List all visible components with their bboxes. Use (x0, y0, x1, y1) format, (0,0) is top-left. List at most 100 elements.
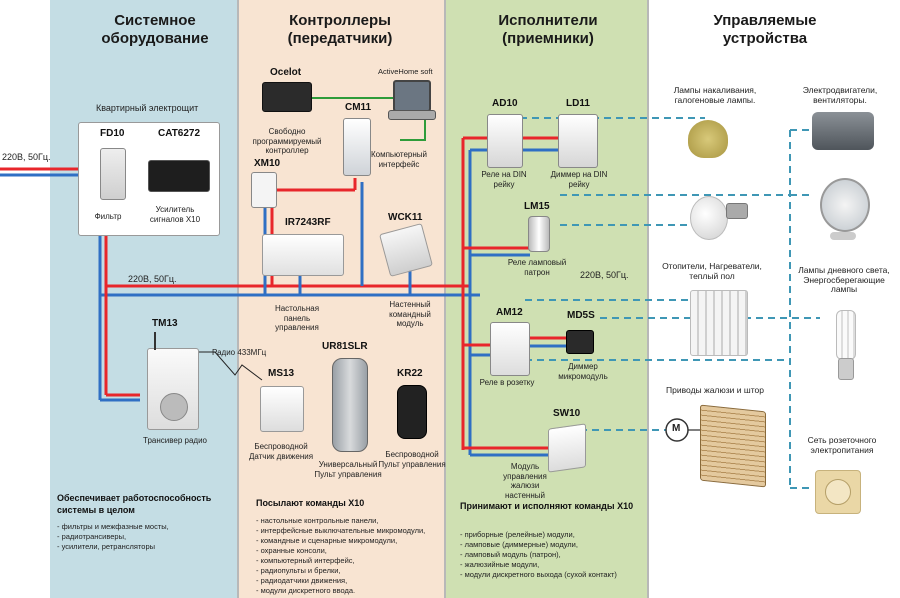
list-item: - радиотрансиверы, (57, 532, 127, 541)
ld11-caption: Диммер на DIN рейку (550, 170, 608, 189)
lamp-base-icon (838, 358, 854, 380)
ir7243rf-label: IR7243RF (285, 217, 331, 228)
radiator-icon (690, 290, 748, 356)
cm11-caption: Компьютерный интерфейс (370, 150, 428, 169)
wck11-caption: Настенный командный модуль (389, 300, 431, 328)
fan-icon (820, 178, 870, 232)
radio-zigzag (168, 351, 263, 381)
motors-caption: Электродвигатели, вентиляторы. (802, 85, 878, 105)
wall-socket-icon (815, 470, 861, 514)
list-item: - ламповый модуль (патрон), (460, 550, 561, 559)
lm15-label: LM15 (524, 201, 550, 212)
kr22-label: KR22 (397, 368, 423, 379)
list-item: - интерфейсные выключательные микромодул… (256, 526, 426, 535)
laptop-base (388, 110, 436, 120)
voltage-label-mid: 220В, 50Гц. (128, 274, 177, 284)
motor-symbol: M (672, 423, 681, 434)
md5s-label: MD5S (567, 310, 595, 321)
list-item: - ламповые (диммерные) модули, (460, 540, 578, 549)
list-item: - жалюзийные модули, (460, 560, 540, 569)
system-list: - фильтры и межфазные мосты, - радиотран… (57, 522, 232, 552)
ad10-caption: Реле на DIN рейку (481, 170, 527, 189)
energy-saving-lamp-icon (836, 310, 856, 360)
controllers-list: - настольные контрольные панели, - интер… (256, 516, 446, 596)
motor-circle (665, 418, 689, 442)
ms13-label: MS13 (268, 368, 295, 379)
xm10-device (251, 172, 277, 208)
list-item: - радиопульты и брелки, (256, 566, 341, 575)
wck11-label: WCK11 (388, 212, 423, 223)
tm13-label: TM13 (152, 318, 178, 329)
list-item: - компьютерный интерфейс, (256, 556, 355, 565)
ur81slr-caption: Универсальный Пульт управления (314, 460, 382, 479)
fd10-caption: Фильтр (94, 212, 122, 221)
ld11-dimmer-device (558, 114, 598, 168)
separator (444, 0, 446, 598)
light-bulb-icon (690, 196, 728, 240)
list-item: - усилители, ретрансляторы (57, 542, 156, 551)
voltage-label-right: 220В, 50Гц. (580, 270, 629, 280)
list-item: - настольные контрольные панели, (256, 516, 379, 525)
list-item: - радиодатчики движения, (256, 576, 348, 585)
cm11-interface-device (343, 118, 371, 176)
am12-caption: Реле в розетку (479, 378, 535, 387)
ocelot-label: Ocelot (270, 67, 302, 78)
fan-base-icon (830, 232, 856, 240)
sw10-caption: Модуль управления жалюзи настенный (503, 462, 547, 500)
list-item: - модули дискретного ввода. (256, 586, 356, 595)
controllers-summary: Посылают команды Х10 (256, 498, 365, 508)
fd10-label: FD10 (100, 128, 125, 139)
md5s-dimmer-device (566, 330, 594, 354)
xm10-label: XM10 (254, 158, 281, 169)
socket-icon (160, 393, 188, 421)
separator (237, 0, 239, 598)
sockets-caption: Сеть розеточного электропитания (807, 435, 877, 455)
ur81slr-label: UR81SLR (322, 341, 368, 352)
list-item: - приборные (релейные) модули, (460, 530, 575, 539)
ir7243rf-caption: Настольная панель управления (274, 304, 320, 332)
ms13-caption: Беспроводной Датчик движения (248, 442, 314, 461)
fd10-filter-device (100, 148, 126, 200)
ir7243rf-panel-device (262, 234, 344, 276)
list-item: - командные и сценарные микромодули, (256, 536, 398, 545)
header-controllers: Контроллеры (передатчики) (287, 12, 393, 47)
laptop-icon (393, 80, 431, 112)
ms13-motion-sensor-device (260, 386, 304, 432)
fluorescent-caption: Лампы дневного света, Энергосберегающие … (798, 265, 890, 294)
header-devices: Управляемые устройства (713, 12, 817, 47)
voltage-label-left: 220В, 50Гц. (2, 152, 51, 162)
list-item: - охранные консоли, (256, 546, 327, 555)
header-actuators: Исполнители (приемники) (498, 12, 598, 47)
socket-face (825, 479, 851, 505)
lm15-lamp-socket-device (528, 216, 550, 252)
header-system: Системное оборудование (101, 12, 209, 47)
ocelot-caption: Свободно программируемый контроллер (252, 127, 322, 155)
radio-label: Радио 433МГц (212, 348, 267, 357)
kr22-keyfob-device (397, 385, 427, 439)
lm15-caption: Реле ламповый патрон (507, 258, 567, 277)
ad10-relay-device (487, 114, 523, 168)
list-item: - модули дискретного выхода (сухой конта… (460, 570, 617, 579)
actuators-summary: Принимают и исполняют команды Х10 (460, 501, 634, 511)
lamps-caption: Лампы накаливания, галогеновые лампы. (673, 85, 757, 105)
heaters-caption: Отопители, Нагреватели, теплый пол (662, 261, 762, 281)
sw10-label: SW10 (553, 408, 581, 419)
md5s-caption: Диммер микромодуль (558, 362, 608, 381)
bulb-base-icon (726, 203, 748, 219)
tm13-transceiver-device (147, 348, 199, 430)
cat6272-caption: Усилитель сигналов Х10 (149, 205, 201, 224)
tm13-caption: Трансивер радио (143, 436, 207, 445)
cm11-label: CM11 (345, 102, 372, 113)
window-blinds-icon (700, 404, 766, 488)
panel-caption: Квартирный электрощит (96, 103, 199, 113)
antenna-icon (154, 332, 156, 350)
list-item: - фильтры и межфазные мосты, (57, 522, 169, 531)
blinds-caption: Приводы жалюзи и штор (666, 385, 764, 395)
actuators-list: - приборные (релейные) модули, - ламповы… (460, 530, 645, 580)
electric-motor-icon (812, 112, 874, 150)
am12-plug-relay-device (490, 322, 530, 376)
ocelot-controller-device (262, 82, 312, 112)
system-summary: Обеспечивает работоспособность системы в… (57, 493, 212, 515)
ur81slr-remote-device (332, 358, 368, 452)
kr22-caption: Беспроводной Пульт управления (378, 450, 446, 469)
